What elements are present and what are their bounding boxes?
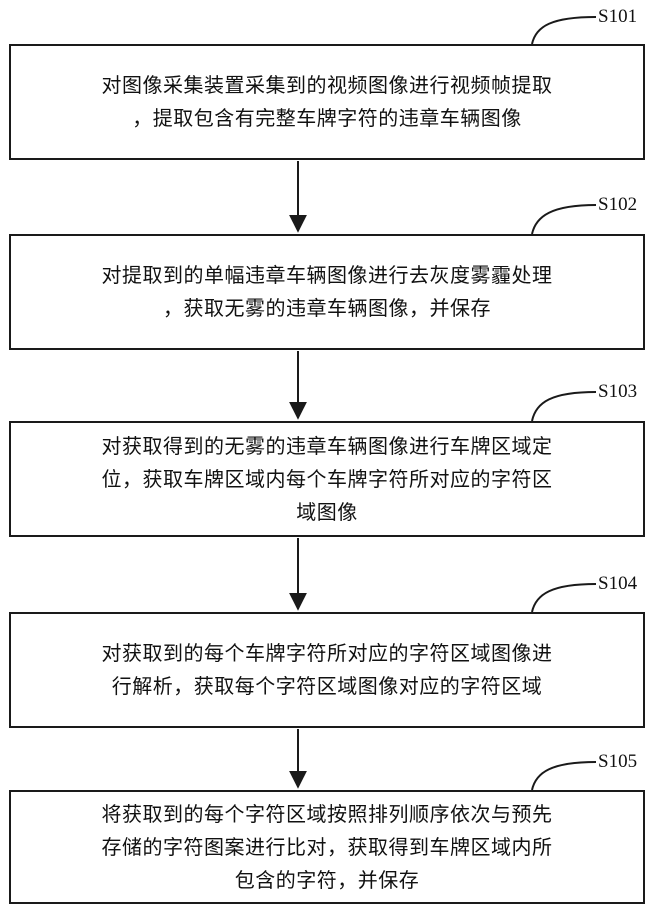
step-line: 对提取到的单幅违章车辆图像进行去灰度雾霾处理 (102, 259, 553, 292)
step-label-s104: S104 (598, 573, 637, 595)
step-line: 域图像 (102, 496, 553, 529)
step-box-s105: 将获取到的每个字符区域按照排列顺序依次与预先 存储的字符图案进行比对，获取得到车… (9, 790, 645, 904)
step-box-s102: 对提取到的单幅违章车辆图像进行去灰度雾霾处理 ，获取无雾的违章车辆图像，并保存 (9, 234, 645, 350)
step-text-s102: 对提取到的单幅违章车辆图像进行去灰度雾霾处理 ，获取无雾的违章车辆图像，并保存 (102, 259, 553, 325)
step-label-s102: S102 (598, 194, 637, 216)
step-line: 存储的字符图案进行比对，获取得到车牌区域内所 (102, 831, 553, 864)
step-text-s103: 对获取得到的无雾的违章车辆图像进行车牌区域定 位，获取车牌区域内每个车牌字符所对… (102, 430, 553, 529)
step-line: 将获取到的每个字符区域按照排列顺序依次与预先 (102, 798, 553, 831)
label-leader-s103 (532, 392, 596, 421)
step-line: ，获取无雾的违章车辆图像，并保存 (102, 292, 553, 325)
step-line: 对图像采集装置采集到的视频图像进行视频帧提取 (102, 69, 553, 102)
label-leader-s105 (532, 762, 596, 790)
step-line: 对获取到的每个车牌字符所对应的字符区域图像进 (102, 637, 553, 670)
step-label-s101: S101 (598, 6, 637, 28)
step-line: ，提取包含有完整车牌字符的违章车辆图像 (102, 102, 553, 135)
step-box-s104: 对获取到的每个车牌字符所对应的字符区域图像进 行解析，获取每个字符区域图像对应的… (9, 612, 645, 728)
step-box-s101: 对图像采集装置采集到的视频图像进行视频帧提取 ，提取包含有完整车牌字符的违章车辆… (9, 44, 645, 160)
label-leader-s101 (532, 17, 596, 44)
step-text-s105: 将获取到的每个字符区域按照排列顺序依次与预先 存储的字符图案进行比对，获取得到车… (102, 798, 553, 897)
step-text-s104: 对获取到的每个车牌字符所对应的字符区域图像进 行解析，获取每个字符区域图像对应的… (102, 637, 553, 703)
step-line: 对获取得到的无雾的违章车辆图像进行车牌区域定 (102, 430, 553, 463)
step-box-s103: 对获取得到的无雾的违章车辆图像进行车牌区域定 位，获取车牌区域内每个车牌字符所对… (9, 421, 645, 537)
label-leader-s102 (532, 205, 596, 234)
step-label-s103: S103 (598, 381, 637, 403)
step-line: 位，获取车牌区域内每个车牌字符所对应的字符区 (102, 463, 553, 496)
step-line: 包含的字符，并保存 (102, 864, 553, 897)
label-leader-s104 (532, 584, 596, 612)
step-text-s101: 对图像采集装置采集到的视频图像进行视频帧提取 ，提取包含有完整车牌字符的违章车辆… (102, 69, 553, 135)
step-line: 行解析，获取每个字符区域图像对应的字符区域 (102, 670, 553, 703)
step-label-s105: S105 (598, 751, 637, 773)
